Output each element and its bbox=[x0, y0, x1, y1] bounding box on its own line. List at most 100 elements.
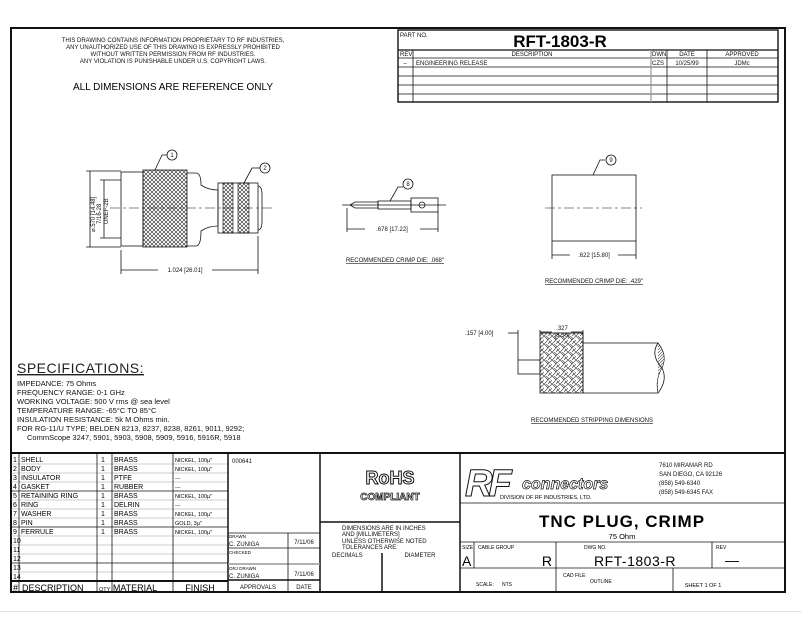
bom-material: PTFE bbox=[114, 475, 132, 482]
bom-desc: WASHER bbox=[21, 511, 51, 518]
stripping-caption: RECOMMENDED STRIPPING DIMENSIONS bbox=[531, 418, 653, 424]
svg-text:DATE: DATE bbox=[679, 52, 695, 58]
svg-text:.157 [4.00]: .157 [4.00] bbox=[465, 331, 494, 337]
company-logo: RF connectors DIVISION OF RF INDUSTRIES,… bbox=[465, 463, 609, 506]
svg-text:–: – bbox=[403, 61, 407, 67]
bom-n: 12 bbox=[13, 556, 21, 563]
revision-block: PART NO. RFT-1803-R REV DESCRIPTION DWN … bbox=[397, 29, 779, 103]
bom-finish: --- bbox=[175, 503, 181, 509]
bom-material: BRASS bbox=[114, 466, 138, 473]
svg-text:C. ZUNIGA: C. ZUNIGA bbox=[229, 574, 259, 580]
bom-header: MATERIAL bbox=[113, 583, 157, 593]
bom-n: 1 bbox=[13, 457, 17, 464]
svg-text:SCALE:: SCALE: bbox=[476, 582, 494, 588]
svg-text:CZS: CZS bbox=[652, 61, 664, 67]
bom-n: 9 bbox=[13, 529, 17, 536]
bom-desc: GASKET bbox=[21, 484, 50, 491]
svg-text:REV: REV bbox=[716, 545, 727, 551]
bom-finish: NICKEL, 100µ" bbox=[175, 530, 212, 536]
svg-text:RoHS: RoHS bbox=[366, 468, 415, 488]
svg-text:[8.30]: [8.30] bbox=[554, 333, 569, 339]
pin-view: 8 .678 [17.22] RECOMMENDED CRIMP DIE: .0… bbox=[342, 178, 446, 264]
bom-finish: NICKEL, 100µ" bbox=[175, 458, 212, 464]
connector-side-view: ⌀.570 [14.48] 7/16-28 UNEF-2B 1.024 [26.… bbox=[86, 149, 272, 274]
revision-row: – ENGINEERING RELEASE CZS 10/25/99 JDMc bbox=[403, 61, 749, 67]
svg-text:WORKING VOLTAGE: 500 V rms @ s: WORKING VOLTAGE: 500 V rms @ sea level bbox=[17, 397, 170, 406]
svg-text:IMPEDANCE: 75 Ohms: IMPEDANCE: 75 Ohms bbox=[17, 379, 96, 388]
bom-finish: GOLD, 3µ" bbox=[175, 521, 202, 527]
bom-qty: 1 bbox=[101, 493, 105, 500]
svg-text:OUTLINE: OUTLINE bbox=[590, 579, 612, 585]
bom-qty: 1 bbox=[101, 466, 105, 473]
bom-qty: 1 bbox=[101, 511, 105, 518]
bom-finish: NICKEL, 100µ" bbox=[175, 494, 212, 500]
bom-n: 5 bbox=[13, 493, 17, 500]
bom-material: BRASS bbox=[114, 457, 138, 464]
svg-text:TOLERANCES ARE:: TOLERANCES ARE: bbox=[342, 545, 398, 551]
bom-qty: 1 bbox=[101, 484, 105, 491]
ferrule-crimp-caption: RECOMMENDED CRIMP DIE: .429" bbox=[545, 279, 643, 285]
bom-material: RUBBER bbox=[114, 484, 143, 491]
bom-n: 13 bbox=[13, 565, 21, 572]
drawing-number: RFT-1803-R bbox=[594, 553, 676, 569]
company-address: 7610 MIRAMAR RD SAN DIEGO, CA 92126 (858… bbox=[659, 463, 723, 496]
bom-qty: 1 bbox=[101, 457, 105, 464]
svg-text:FOR RG-11/U TYPE; BELDEN 8213,: FOR RG-11/U TYPE; BELDEN 8213, 8237, 823… bbox=[17, 424, 244, 433]
approvals-block: 000641 DRAWN C. ZUNIGA 7/11/06 CHECKED O… bbox=[227, 453, 321, 592]
bom-finish: --- bbox=[175, 485, 181, 491]
bom-row: 2 BODY 1 BRASS NICKEL, 100µ" bbox=[13, 466, 212, 473]
svg-text:(858) 549-6340: (858) 549-6340 bbox=[659, 481, 701, 487]
bom-finish: NICKEL, 100µ" bbox=[175, 512, 212, 518]
svg-text:2: 2 bbox=[263, 166, 267, 172]
svg-text:7/16-28: 7/16-28 bbox=[97, 203, 103, 224]
svg-text:APPROVED: APPROVED bbox=[725, 52, 759, 58]
svg-text:WITHOUT WRITTEN PERMISSION FRO: WITHOUT WRITTEN PERMISSION FROM RF INDUS… bbox=[91, 52, 256, 58]
rohs-compliant-badge: RoHS COMPLIANT bbox=[360, 468, 420, 504]
svg-text:AND [MILLIMETERS]: AND [MILLIMETERS] bbox=[342, 532, 400, 538]
svg-text:10/25/99: 10/25/99 bbox=[675, 61, 699, 67]
svg-text:SHEET 1 OF 1: SHEET 1 OF 1 bbox=[685, 583, 722, 589]
svg-text:COMPLIANT: COMPLIANT bbox=[360, 492, 419, 503]
svg-text:UNLESS OTHERWISE NOTED: UNLESS OTHERWISE NOTED bbox=[342, 539, 427, 545]
bom-n: 2 bbox=[13, 466, 17, 473]
bom-n: 10 bbox=[13, 538, 21, 545]
svg-text:DESCRIPTION: DESCRIPTION bbox=[511, 52, 552, 58]
svg-text:CHECKED: CHECKED bbox=[229, 550, 252, 555]
svg-text:TEMPERATURE RANGE: -65°C TO 85: TEMPERATURE RANGE: -65°C TO 85°C bbox=[17, 406, 157, 415]
svg-text:DIVISION OF RF INDUSTRIES, LTD: DIVISION OF RF INDUSTRIES, LTD. bbox=[500, 495, 592, 501]
bom-n: 6 bbox=[13, 502, 17, 509]
svg-text:REV: REV bbox=[400, 52, 412, 58]
svg-text:connectors: connectors bbox=[522, 476, 608, 493]
bom-header: DESCRIPTION bbox=[22, 583, 84, 593]
bom-finish: NICKEL, 100µ" bbox=[175, 467, 212, 473]
svg-text:CABLE GROUP: CABLE GROUP bbox=[478, 545, 515, 551]
bom-qty: 1 bbox=[101, 520, 105, 527]
svg-text:CAD FILE: CAD FILE bbox=[563, 573, 586, 579]
svg-text:DATE: DATE bbox=[296, 585, 312, 591]
bom-material: BRASS bbox=[114, 511, 138, 518]
bom-desc: BODY bbox=[21, 466, 41, 473]
bom-desc: FERRULE bbox=[21, 529, 54, 536]
svg-text:A: A bbox=[462, 553, 472, 569]
svg-text:R: R bbox=[542, 553, 552, 569]
drawing-subtitle: 75 Ohm bbox=[609, 532, 636, 541]
svg-text:7/11/06: 7/11/06 bbox=[294, 540, 314, 546]
svg-text:THIS DRAWING CONTAINS INFORMAT: THIS DRAWING CONTAINS INFORMATION PROPRI… bbox=[62, 38, 285, 44]
drawing-title: TNC PLUG, CRIMP bbox=[539, 512, 705, 531]
bom-row: 12 bbox=[13, 556, 21, 563]
svg-text:—: — bbox=[725, 552, 739, 568]
svg-text:DIMENSIONS ARE IN INCHES: DIMENSIONS ARE IN INCHES bbox=[342, 526, 426, 532]
reference-note: ALL DIMENSIONS ARE REFERENCE ONLY bbox=[73, 82, 273, 93]
svg-text:C. ZUNIGA: C. ZUNIGA bbox=[229, 542, 259, 548]
svg-text:DIAMETER: DIAMETER bbox=[404, 553, 436, 559]
bom-desc: INSULATOR bbox=[21, 475, 60, 482]
balloon-1 bbox=[166, 149, 178, 161]
bom-n: 8 bbox=[13, 520, 17, 527]
svg-text:ANY VIOLATION IS PUNISHABLE UN: ANY VIOLATION IS PUNISHABLE UNDER U.S. C… bbox=[80, 59, 266, 65]
svg-text:1: 1 bbox=[170, 153, 174, 159]
